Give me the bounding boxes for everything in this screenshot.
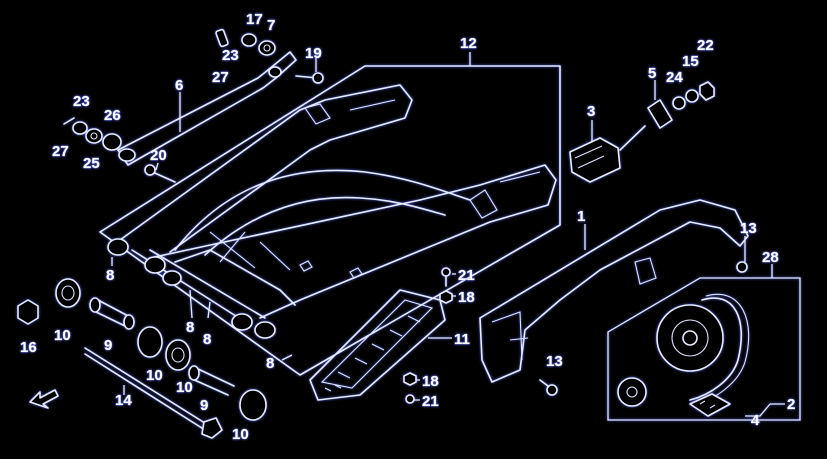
leader-lines xyxy=(111,52,785,417)
top-link-hardware xyxy=(215,28,276,56)
callout-13b: 13 xyxy=(546,353,563,370)
callout-13a: 13 xyxy=(740,220,757,237)
callout-26: 26 xyxy=(104,107,121,124)
callout-5: 5 xyxy=(648,65,656,82)
callout-3: 3 xyxy=(587,103,595,120)
chain-case xyxy=(309,289,446,401)
bolt-20 xyxy=(144,164,176,183)
callout-10c: 10 xyxy=(176,379,193,396)
callout-9a: 9 xyxy=(104,337,112,354)
callout-21a: 21 xyxy=(458,267,475,284)
callout-25: 25 xyxy=(83,155,100,172)
chain-guard xyxy=(479,199,749,383)
callout-1: 1 xyxy=(577,208,585,225)
callout-9b: 9 xyxy=(200,397,208,414)
callout-6: 6 xyxy=(175,77,183,94)
callout-23b: 23 xyxy=(73,93,90,110)
bolt-13 xyxy=(539,379,558,396)
callout-10d: 10 xyxy=(232,426,249,443)
callout-17: 17 xyxy=(246,11,263,28)
callout-8a: 8 xyxy=(106,267,114,284)
pivot-parts xyxy=(17,278,267,439)
callout-8b: 8 xyxy=(186,319,194,336)
callout-23a: 23 xyxy=(222,47,239,64)
left-link-hardware xyxy=(63,117,122,151)
callout-18a: 18 xyxy=(458,289,475,306)
callout-28: 28 xyxy=(762,249,779,266)
callout-8d: 8 xyxy=(266,355,274,372)
callout-2: 2 xyxy=(787,396,795,413)
bolts-21-18-mid xyxy=(439,267,453,304)
chain-adjuster xyxy=(569,81,715,183)
torque-link xyxy=(117,51,324,166)
callout-15: 15 xyxy=(682,53,699,70)
callout-20: 20 xyxy=(150,147,167,164)
callout-8c: 8 xyxy=(203,331,211,348)
swingarm xyxy=(99,65,561,376)
callout-19: 19 xyxy=(305,45,322,62)
callout-27b: 27 xyxy=(52,143,69,160)
callout-14: 14 xyxy=(115,392,132,409)
sprocket-assembly xyxy=(607,277,801,421)
callout-10b: 10 xyxy=(146,367,163,384)
callout-24: 24 xyxy=(666,69,683,86)
callout-11: 11 xyxy=(454,331,470,348)
callout-12: 12 xyxy=(460,35,477,52)
callout-4: 4 xyxy=(751,412,760,429)
callout-16: 16 xyxy=(20,339,37,356)
callout-22: 22 xyxy=(697,37,714,54)
callout-18b: 18 xyxy=(422,373,439,390)
bolts-21-18-low xyxy=(403,372,417,404)
callout-27a: 27 xyxy=(212,69,229,86)
callout-7: 7 xyxy=(267,17,275,34)
callout-labels: 1 2 3 4 5 6 7 8 8 8 8 9 9 10 10 10 10 11… xyxy=(20,11,796,444)
callout-10a: 10 xyxy=(54,327,71,344)
callout-21b: 21 xyxy=(422,393,439,410)
